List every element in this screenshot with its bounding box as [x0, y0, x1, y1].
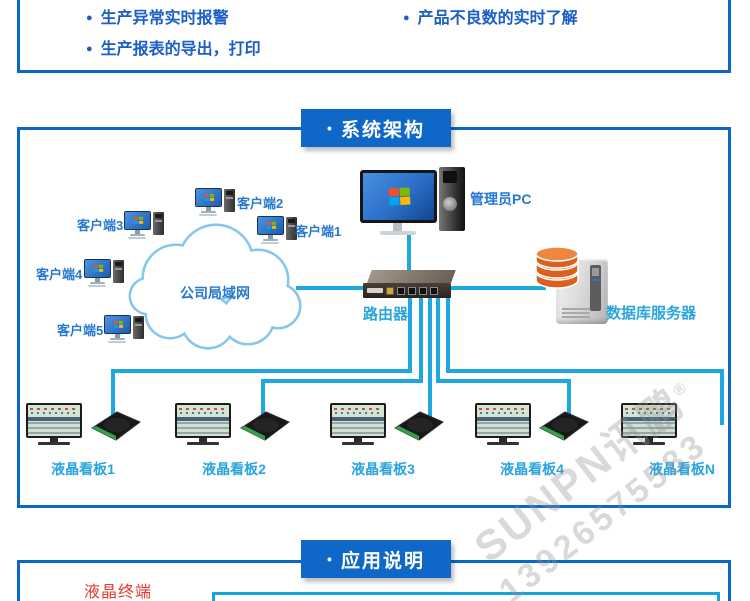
client-label: 客户端4 [36, 267, 83, 282]
monitor-icon [26, 403, 82, 438]
board-label: 液晶看板N [648, 461, 716, 477]
client-label: 客户端3 [77, 218, 124, 233]
monitor-icon [84, 259, 111, 278]
pc-tower-icon [286, 217, 297, 240]
client-pc-icon [104, 315, 144, 343]
windows-logo-icon [388, 187, 411, 206]
client-pc-icon [84, 259, 124, 287]
feature-text: 生产异常实时报警 [100, 10, 229, 27]
line-router-boardN [720, 369, 724, 425]
pc-tower-icon [439, 167, 465, 231]
section-title: 应用说明 [340, 550, 425, 572]
client-label: 客户端2 [237, 196, 284, 211]
line-router-board4 [436, 379, 571, 383]
monitor-icon [195, 188, 222, 207]
pc-tower-icon [113, 260, 124, 283]
pc-tower-icon [153, 212, 164, 235]
feature-item: ● 产品不良数的实时了解 [403, 4, 578, 28]
media-box-icon [393, 411, 444, 441]
bullet-icon: • [327, 120, 332, 136]
client-label: 客户端5 [57, 323, 104, 338]
feature-item: ● 生产报表的导出，打印 [86, 35, 261, 59]
lcd-board-icon [621, 403, 679, 447]
admin-pc-icon [360, 167, 466, 239]
monitor-icon [360, 170, 437, 223]
db-server-icon [532, 246, 612, 326]
router-port-icon [386, 286, 394, 295]
lcd-board-icon [175, 403, 233, 447]
windows-logo-icon [113, 320, 124, 329]
lan-cloud [118, 216, 310, 357]
router-port-icon [408, 286, 416, 295]
monitor-icon [175, 403, 231, 438]
line-router-boardN [446, 294, 450, 373]
database-cylinder-icon [535, 246, 579, 289]
line-router-board4 [436, 294, 440, 383]
line-router-boardN [446, 369, 724, 373]
windows-logo-icon [133, 216, 144, 225]
client-label: 客户端1 [295, 224, 342, 239]
line-router-dbserver [450, 286, 546, 290]
media-box-icon [239, 411, 290, 441]
line-router-board1 [111, 369, 412, 373]
architecture-section-header: • 系统架构 [301, 109, 451, 147]
board-label: 液晶看板3 [351, 461, 415, 477]
line-adminpc-router [407, 232, 411, 278]
windows-logo-icon [204, 193, 215, 202]
client-pc-icon [124, 211, 164, 239]
pc-tower-icon [224, 189, 235, 212]
board-label: 液晶看板4 [500, 461, 564, 477]
application-table-top [212, 592, 720, 601]
line-router-board1 [111, 369, 115, 421]
router-label: 路由器 [363, 306, 409, 323]
media-box-icon [538, 411, 589, 441]
board-label: 液晶看板1 [51, 461, 115, 477]
line-router-board4 [567, 379, 571, 421]
line-router-board3 [428, 294, 432, 421]
router-icon [363, 270, 456, 300]
windows-logo-icon [266, 221, 277, 230]
lcd-board-icon [475, 403, 533, 447]
router-port-icon [430, 286, 438, 295]
features-section-box [17, 0, 731, 73]
application-section-header: • 应用说明 [301, 540, 451, 578]
media-box-icon [90, 411, 141, 441]
line-router-board2 [261, 379, 423, 383]
monitor-icon [257, 216, 284, 235]
line-cloud-router [296, 286, 410, 290]
lan-cloud-label: 公司局域网 [180, 285, 250, 301]
lcd-board-icon [26, 403, 84, 447]
feature-text: 产品不良数的实时了解 [417, 10, 578, 27]
lcd-board-icon [330, 403, 388, 447]
router-port-icon [397, 286, 405, 295]
line-router-board2 [261, 379, 265, 421]
monitor-icon [621, 403, 677, 438]
bullet-icon: • [327, 551, 332, 567]
lcd-terminal-label: 液晶终端 [84, 584, 153, 601]
bullet-icon: ● [86, 43, 93, 55]
board-label: 液晶看板2 [202, 461, 266, 477]
monitor-icon [104, 315, 131, 334]
line-router-board1 [408, 294, 412, 373]
monitor-icon [475, 403, 531, 438]
feature-item: ● 生产异常实时报警 [86, 4, 229, 28]
router-port-icon [419, 286, 427, 295]
section-title: 系统架构 [340, 119, 425, 141]
line-router-board2 [419, 294, 423, 383]
client-pc-icon [257, 216, 297, 244]
bullet-icon: ● [86, 12, 93, 24]
monitor-icon [124, 211, 151, 230]
feature-text: 生产报表的导出，打印 [100, 41, 261, 58]
router-brand-plate [367, 288, 383, 293]
pc-tower-icon [133, 316, 144, 339]
admin-pc-label: 管理员PC [470, 191, 532, 207]
client-pc-icon [195, 188, 235, 216]
monitor-icon [330, 403, 386, 438]
windows-logo-icon [93, 264, 104, 273]
db-server-label: 数据库服务器 [606, 305, 697, 322]
bullet-icon: ● [403, 12, 410, 24]
